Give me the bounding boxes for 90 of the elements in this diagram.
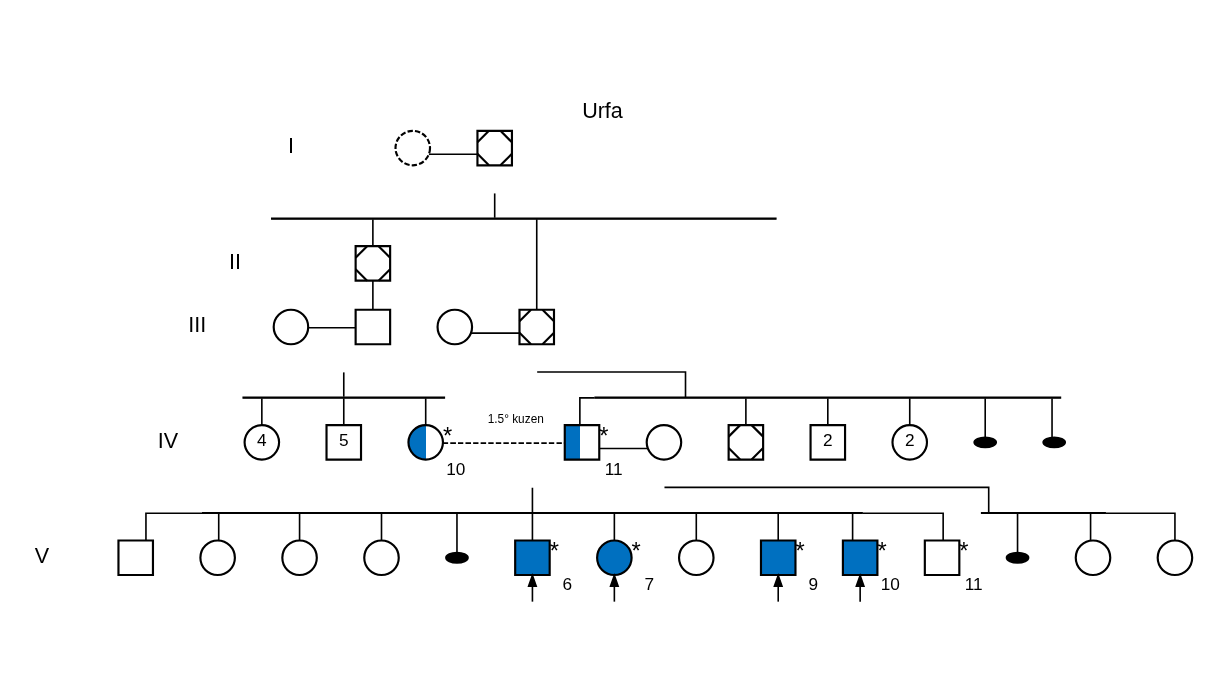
connector [1104, 511, 1176, 541]
label: V [34, 542, 50, 568]
node-label: * [442, 422, 453, 449]
node-label: 10 [446, 457, 466, 478]
label: IV [157, 427, 179, 453]
node-circle [677, 538, 715, 576]
node-circle: 2 [891, 423, 929, 461]
node-box [759, 538, 797, 576]
node-bar [271, 217, 777, 220]
node-label: 6 [562, 573, 573, 594]
node-label: * [959, 537, 969, 564]
connector [663, 486, 990, 513]
connector [613, 512, 616, 541]
label: I [287, 132, 294, 158]
node-circle [407, 423, 445, 461]
arrow [855, 572, 866, 602]
node-label: 7 [644, 573, 655, 594]
node-circle [281, 538, 318, 576]
node-box: 2 [809, 423, 847, 461]
node-bar [980, 511, 1106, 514]
connector [579, 396, 596, 426]
node-circle [436, 308, 474, 345]
connector [442, 441, 566, 444]
node-box [841, 538, 879, 576]
connector [1089, 512, 1092, 541]
node-label: * [795, 537, 805, 564]
node-circle: 4 [243, 423, 281, 461]
node-circle [199, 538, 236, 576]
connector [908, 397, 911, 426]
node-bar [202, 511, 863, 514]
connector [531, 512, 534, 541]
node-box [563, 423, 601, 461]
connector [1016, 512, 1019, 553]
connector [372, 279, 374, 310]
node-ellipse [973, 435, 998, 448]
node-label: 10 [880, 573, 900, 594]
arrow [773, 572, 784, 602]
connector [145, 511, 203, 541]
node-box [354, 308, 392, 345]
connector [380, 512, 383, 541]
connector [428, 152, 479, 155]
connector [424, 397, 427, 426]
connector [598, 447, 649, 449]
node-label: * [599, 422, 609, 449]
node-bar [594, 396, 1062, 399]
connector [261, 397, 263, 426]
node-circle [394, 129, 432, 166]
node-ellipse [1005, 551, 1030, 564]
node-circle [596, 538, 633, 576]
connector [342, 371, 345, 397]
node-circle [272, 308, 310, 345]
node-label: * [877, 537, 887, 564]
node-label: 11 [604, 457, 623, 478]
node-circle [1156, 538, 1194, 576]
node-box: 5 [325, 423, 363, 461]
connector [493, 192, 496, 219]
node-box [514, 538, 551, 576]
connector [827, 397, 829, 426]
connector [984, 397, 986, 438]
connector [745, 397, 747, 426]
connector [217, 512, 220, 541]
node-box [117, 538, 155, 576]
connector [777, 512, 780, 541]
connector [535, 218, 538, 310]
connector [851, 512, 854, 541]
connector [531, 486, 534, 513]
connector [372, 218, 374, 247]
node-box [923, 538, 961, 576]
connector [342, 397, 345, 426]
connector [307, 326, 357, 329]
label: II [228, 248, 241, 274]
node-circle [645, 423, 683, 461]
node-ellipse [1042, 435, 1067, 448]
diagram-title: Urfa [582, 97, 623, 123]
node-circle [1074, 538, 1112, 576]
node-bar [242, 396, 446, 399]
connector [1051, 397, 1053, 438]
connector [298, 512, 301, 541]
connector [695, 512, 698, 541]
node-ellipse [445, 551, 469, 564]
label: III [188, 311, 207, 337]
connector [536, 370, 687, 398]
node-label: * [631, 537, 641, 564]
node-label: 11 [964, 573, 983, 594]
connector [470, 331, 521, 334]
connector [456, 512, 458, 553]
node-label: 9 [808, 573, 818, 594]
node-circle [363, 538, 400, 576]
edge-label: 1.5° kuzen [487, 411, 544, 426]
connector [861, 511, 944, 541]
